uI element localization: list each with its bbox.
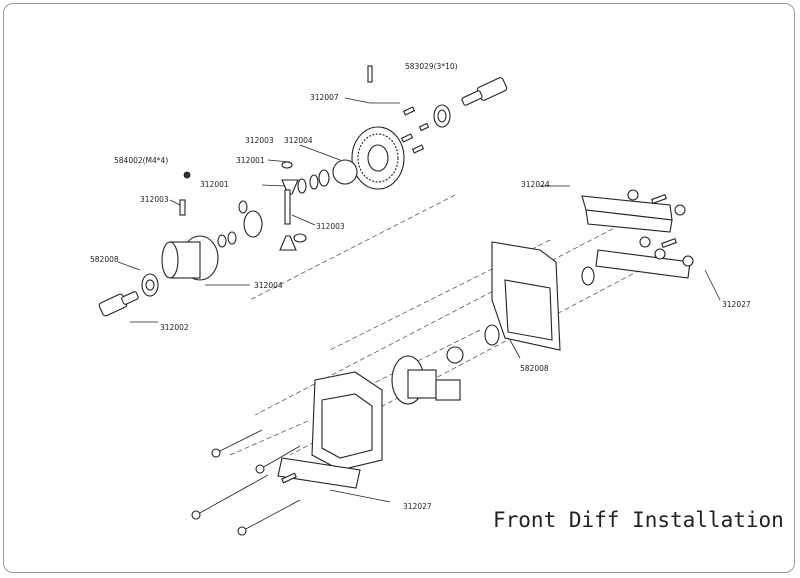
label-312007: 312007	[310, 93, 339, 102]
diagram-frame	[3, 3, 795, 573]
output-cup-left	[98, 291, 139, 317]
label-312024: 312024	[521, 180, 550, 189]
label-312001-a: 312001	[236, 156, 265, 165]
bulkhead-plate-lower	[595, 249, 691, 279]
label-312027-right: 312027	[722, 300, 751, 309]
diff-case-left	[141, 235, 219, 297]
screws-top	[367, 65, 430, 154]
leader-lines	[117, 97, 721, 503]
output-cup-top	[461, 77, 508, 106]
bearing-top	[433, 104, 451, 128]
label-582008-mid: 582008	[520, 364, 549, 373]
gearbox-housing-upper	[446, 241, 595, 364]
bulkhead-plate-upper	[581, 195, 673, 233]
label-312004-bottom: 312004	[254, 281, 283, 290]
gearbox-housing-lower	[311, 371, 383, 471]
label-312027-bottom: 312027	[403, 502, 432, 511]
label-312004-top: 312004	[284, 136, 313, 145]
alignment-lines	[229, 194, 641, 456]
label-312001-b: 312001	[200, 180, 229, 189]
ring-gear	[332, 126, 405, 190]
label-584002: 584002(M4*4)	[114, 156, 168, 165]
label-312002: 312002	[160, 323, 189, 332]
diff-assembly-middle	[391, 355, 461, 405]
diagram-title: Front Diff Installation	[493, 508, 784, 532]
spider-gears	[179, 161, 330, 251]
side-gear-left	[183, 171, 263, 248]
label-312003-left: 312003	[140, 195, 169, 204]
bulkhead-plate-bottom	[277, 457, 361, 489]
nuts-and-screws-right	[627, 189, 694, 267]
part-labels: 583029(3*10) 312007 312003 312004 312001…	[90, 62, 751, 511]
label-312003-mid: 312003	[316, 222, 345, 231]
long-screws	[191, 429, 301, 536]
label-582008-left: 582008	[90, 255, 119, 264]
label-312003-top: 312003	[245, 136, 274, 145]
label-583029: 583029(3*10)	[405, 62, 458, 71]
